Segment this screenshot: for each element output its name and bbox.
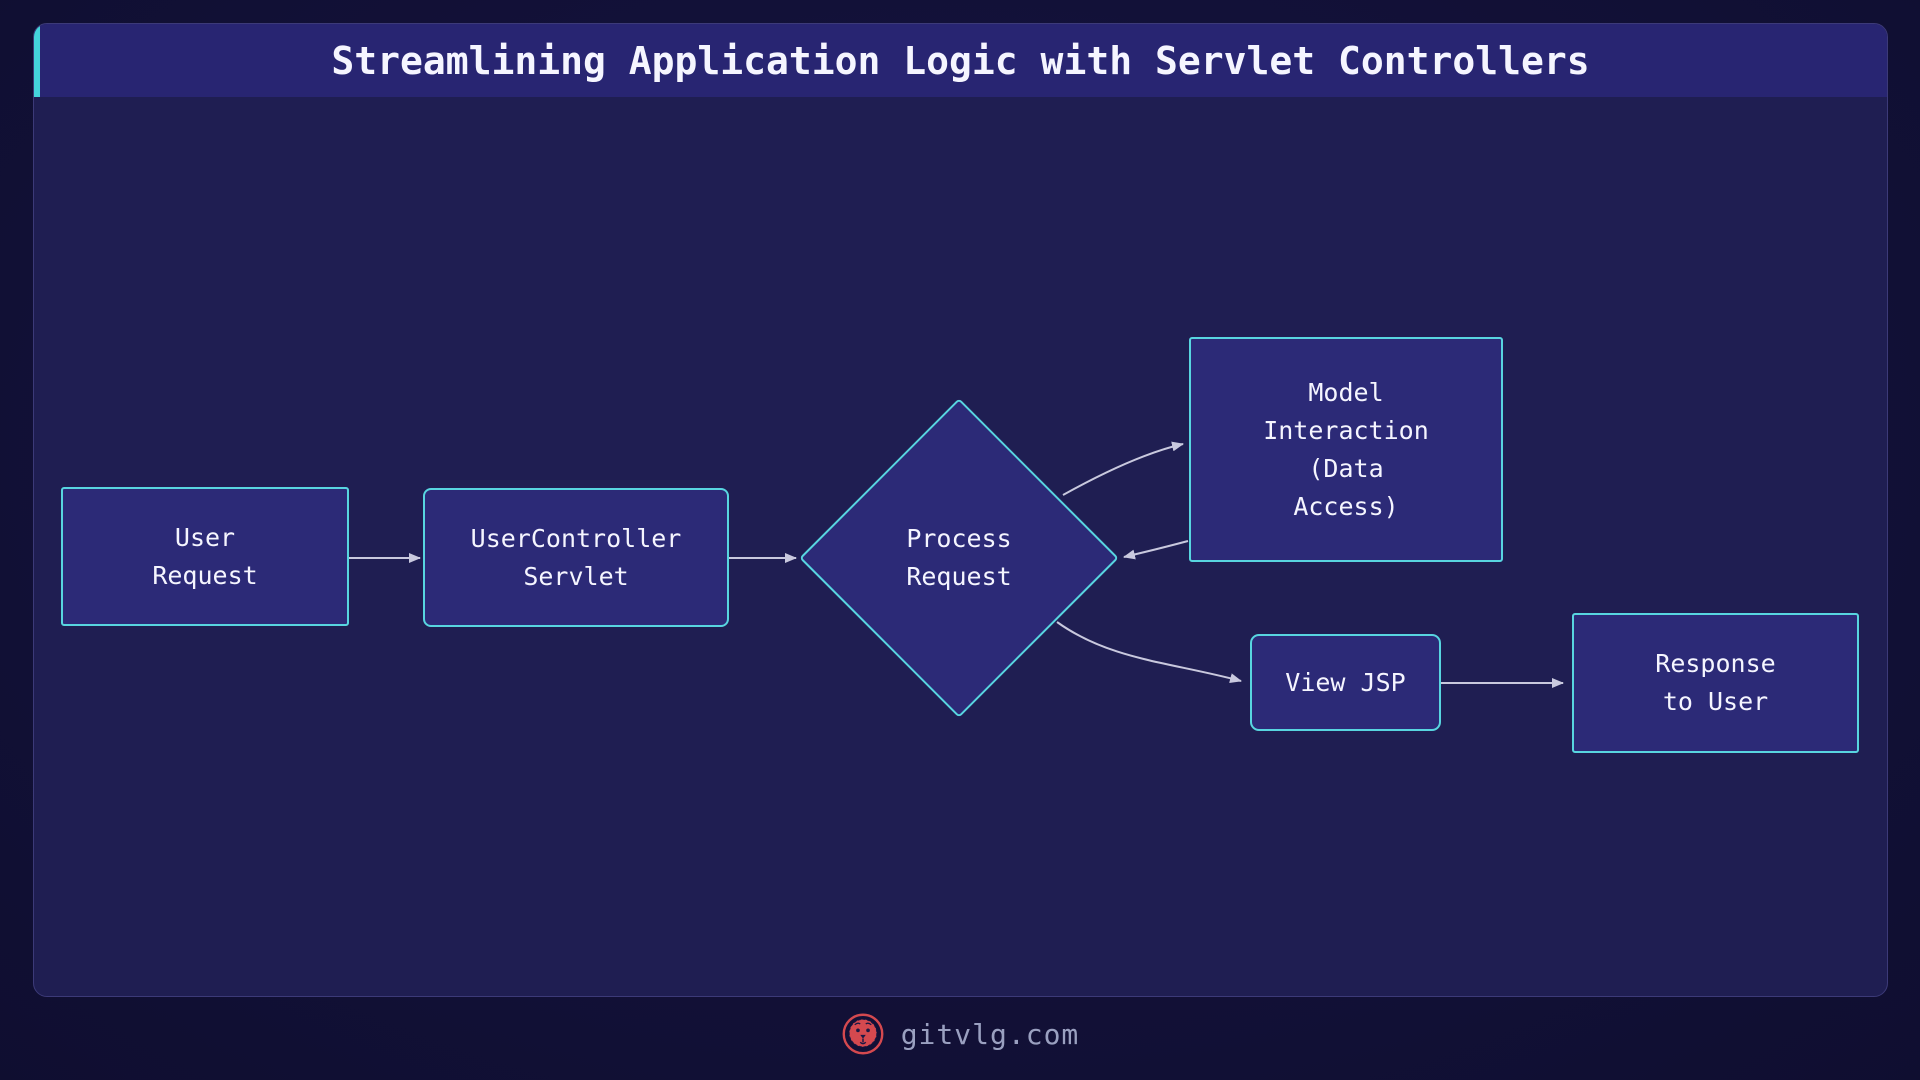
node-usercontroller-servlet: UserController Servlet [423,488,729,627]
node-label-line: UserController [470,523,682,553]
footer-watermark: gitvlg.com [0,1004,1920,1064]
title-bar: Streamlining Application Logic with Serv… [34,24,1887,97]
node-label-line: to User [1662,687,1769,716]
node-label-line: Response [1655,649,1776,678]
node-user-request: User Request [61,487,349,626]
footer-brand-text: gitvlg.com [900,1017,1080,1051]
node-label-line: Access) [1293,491,1399,521]
node-label-line: Servlet [523,561,629,591]
node-process-request-label: Process Request [839,520,1079,596]
node-label-line: User [174,522,236,552]
node-model-interaction: Model Interaction (Data Access) [1189,337,1503,562]
node-response-to-user: Response to User [1572,613,1859,753]
lion-emblem-icon [842,1013,884,1055]
node-label-line: Model [1308,377,1384,407]
node-label-line: Request [906,562,1012,591]
node-label-line: View JSP [1285,667,1406,697]
title-accent-bar [34,24,40,97]
edge-process-request-to-view-jsp [1056,621,1242,683]
edge-process-request-to-model-interaction [1062,441,1184,496]
node-label-line: Interaction [1263,415,1429,445]
node-label-line: Request [152,560,258,590]
edge-model-interaction-to-process-request [1123,540,1189,560]
page-title: Streamlining Application Logic with Serv… [331,38,1590,83]
node-label-line: Process [906,524,1012,553]
node-view-jsp: View JSP [1250,634,1441,731]
node-label-line: (Data [1308,453,1384,483]
